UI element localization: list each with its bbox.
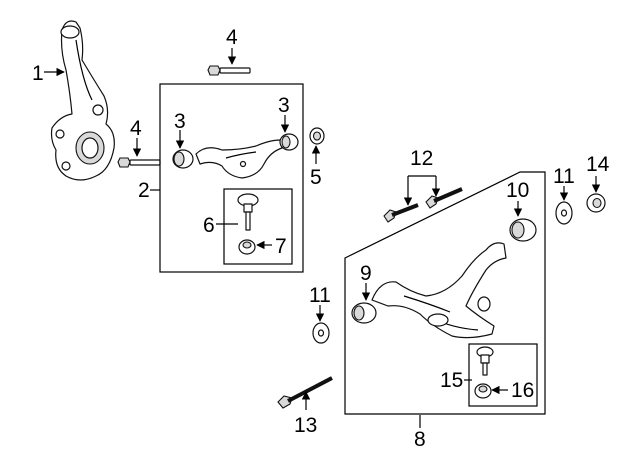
callout-4-top: 4 (226, 26, 238, 49)
nut-5[interactable] (309, 127, 325, 145)
upper-arm-box (159, 83, 304, 273)
washer-11-left[interactable] (312, 322, 330, 344)
callout-13: 13 (294, 414, 317, 437)
callout-5: 5 (310, 166, 322, 189)
bushing-upper-right[interactable] (279, 133, 299, 151)
callout-6: 6 (203, 214, 215, 237)
ball-joint-nut-upper[interactable] (238, 239, 256, 255)
upper-control-arm[interactable] (195, 139, 283, 179)
lower-ball-joint-box (468, 343, 538, 407)
washer-11-right[interactable] (555, 201, 573, 225)
callout-16: 16 (511, 379, 534, 402)
bolt-13[interactable] (277, 376, 333, 409)
callout-3-right: 3 (278, 94, 290, 117)
leader-lines (44, 48, 601, 428)
callout-14: 14 (586, 153, 610, 176)
callout-10: 10 (506, 179, 529, 202)
bushing-10[interactable] (509, 218, 537, 242)
callout-3-left: 3 (174, 110, 186, 133)
callout-15: 15 (440, 369, 463, 392)
bushing-upper-left[interactable] (172, 149, 194, 169)
bushing-9[interactable] (351, 302, 377, 324)
callout-11-left: 11 (309, 284, 331, 307)
lower-arm-box (344, 171, 546, 415)
callout-9: 9 (360, 262, 372, 285)
ball-joint-upper[interactable] (237, 193, 259, 231)
bolt-12-a[interactable] (383, 203, 419, 223)
bolt-left[interactable] (117, 157, 161, 168)
callout-11-right: 11 (553, 165, 575, 188)
lower-control-arm[interactable] (371, 242, 507, 339)
ball-joint-lower[interactable] (476, 346, 494, 376)
callout-2: 2 (138, 179, 150, 202)
callout-1: 1 (32, 62, 44, 85)
ball-joint-nut-lower[interactable] (474, 383, 492, 399)
bolt-top[interactable] (207, 65, 251, 76)
callout-7: 7 (275, 235, 287, 258)
callout-4-left: 4 (130, 117, 142, 140)
callout-12: 12 (410, 147, 433, 170)
nut-14[interactable] (586, 193, 606, 213)
bolt-12-b[interactable] (425, 187, 463, 209)
ball-joint-box (223, 188, 293, 265)
arm-inner-nut (477, 296, 491, 312)
callout-8: 8 (414, 428, 426, 451)
steering-knuckle[interactable] (50, 20, 115, 181)
